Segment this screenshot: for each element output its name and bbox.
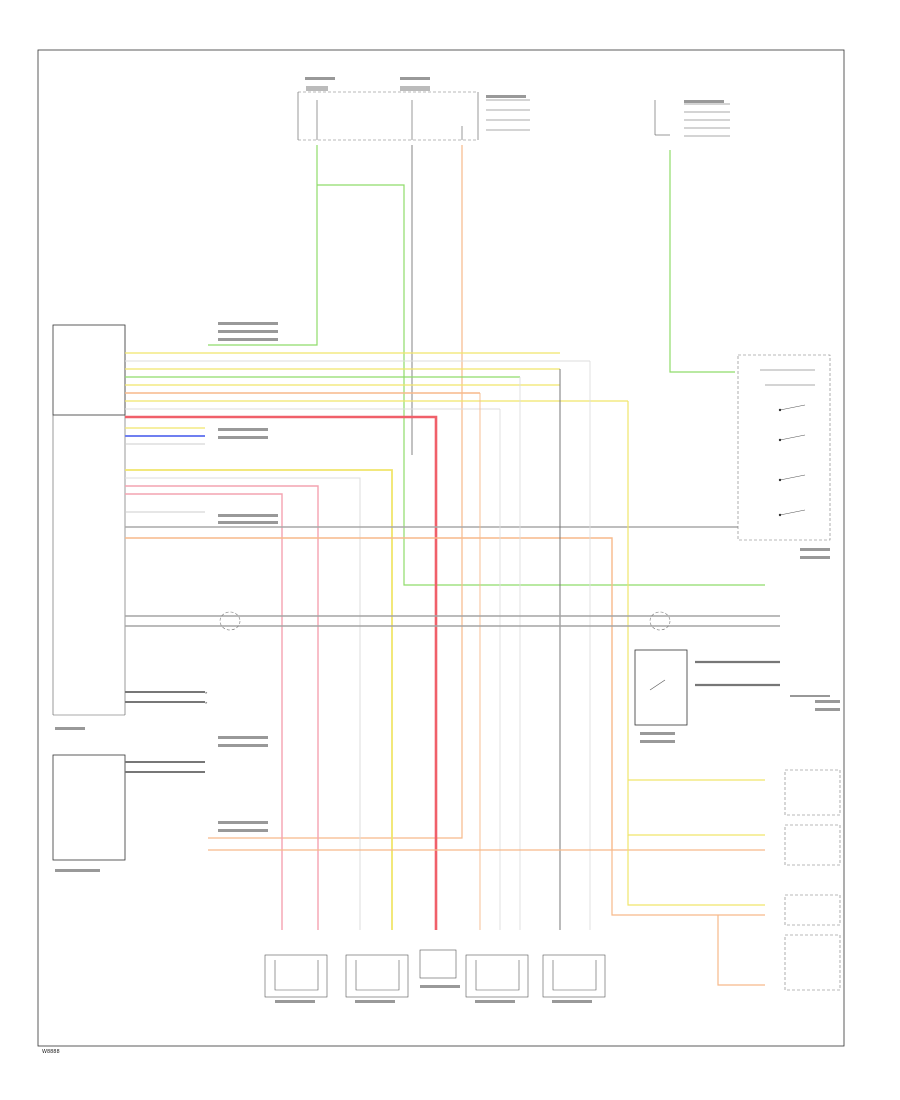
footer-code: W8888 bbox=[42, 1049, 60, 1055]
switch-block bbox=[737, 354, 831, 541]
relay-module bbox=[634, 649, 830, 726]
shielded-pair bbox=[125, 611, 780, 631]
junction-box-right bbox=[654, 100, 730, 137]
svg-text:»: » bbox=[205, 700, 208, 705]
label-marks bbox=[55, 77, 840, 1003]
svg-text:»: » bbox=[205, 690, 208, 695]
wires-top bbox=[208, 145, 765, 839]
speakers bbox=[264, 949, 606, 998]
left-module bbox=[52, 324, 126, 716]
right-side-modules bbox=[784, 769, 841, 991]
lower-module bbox=[52, 754, 205, 861]
module-output-wires bbox=[125, 352, 738, 930]
module-bottom-connectors: » » bbox=[125, 690, 208, 705]
diagram-frame bbox=[37, 49, 845, 1047]
fuse-block bbox=[297, 86, 530, 141]
speaker-wires bbox=[208, 361, 765, 986]
